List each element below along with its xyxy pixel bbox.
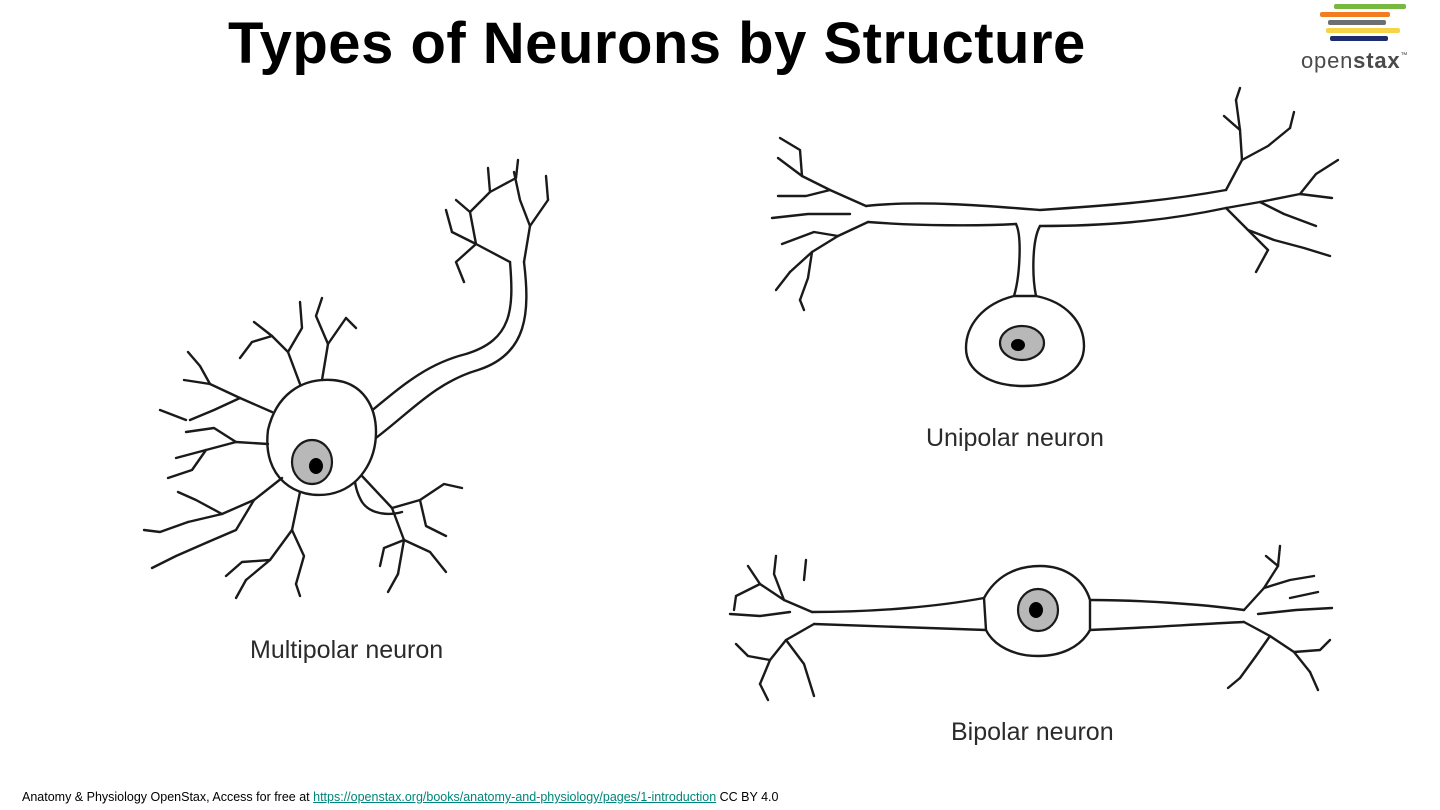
bipolar-nucleolus [1029, 602, 1043, 618]
bipolar-left-branches [746, 564, 814, 614]
logo-bar-gray [1328, 20, 1386, 25]
logo-wordmark-light: open [1301, 48, 1354, 73]
unipolar-neuron [770, 86, 1340, 388]
multipolar-neuron [142, 158, 550, 600]
bipolar-right-branches [1242, 544, 1282, 612]
slide-title: Types of Neurons by Structure [228, 11, 1086, 76]
logo-bar-green [1334, 4, 1406, 9]
multipolar-dendrite [252, 320, 302, 386]
multipolar-axon [348, 260, 513, 430]
attribution-footer: Anatomy & Physiology OpenStax, Access fo… [22, 790, 778, 804]
logo-bar-orange [1320, 12, 1390, 17]
bipolar-neuron [728, 544, 1334, 702]
multipolar-nucleolus [309, 458, 323, 474]
footer-prefix: Anatomy & Physiology OpenStax, Access fo… [22, 790, 310, 804]
label-multipolar: Multipolar neuron [250, 636, 444, 664]
unipolar-axon [864, 188, 1228, 212]
unipolar-left-branches [776, 156, 868, 208]
logo-wordmark-bold: stax [1353, 48, 1401, 73]
footer-license: CC BY 4.0 [719, 790, 779, 804]
bipolar-axon [810, 596, 986, 614]
unipolar-nucleolus [1011, 339, 1025, 351]
label-bipolar: Bipolar neuron [951, 718, 1114, 746]
openstax-logo[interactable]: openstax™ [1296, 0, 1440, 80]
logo-wordmark: openstax™ [1301, 48, 1408, 74]
logo-bar-navy [1330, 36, 1388, 41]
logo-bar-yellow [1326, 28, 1400, 33]
unipolar-right-branches [1224, 98, 1244, 192]
logo-trademark: ™ [1400, 51, 1409, 59]
label-unipolar: Unipolar neuron [926, 424, 1104, 452]
openstax-link[interactable]: https://openstax.org/books/anatomy-and-p… [313, 790, 717, 804]
